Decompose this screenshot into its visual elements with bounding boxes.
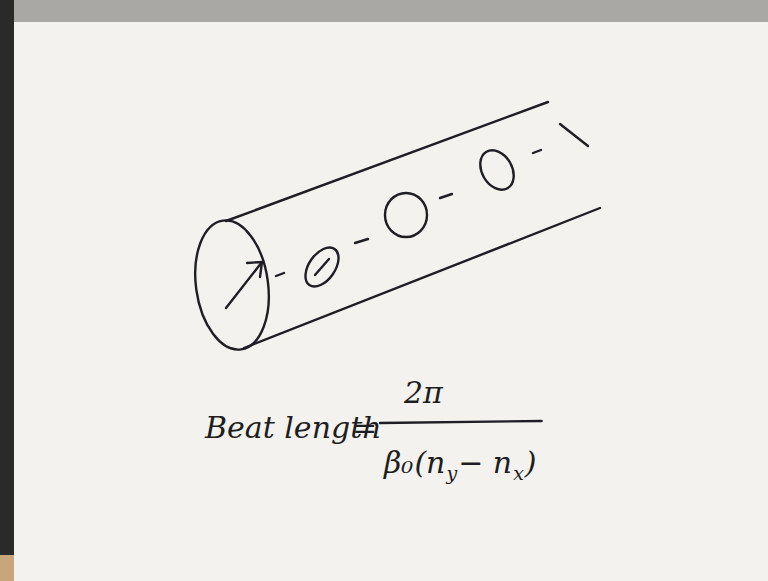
subscript: y (446, 464, 457, 483)
dash (276, 273, 284, 276)
denominator-part: β₀ (384, 448, 413, 478)
ellipse-axis (315, 259, 329, 275)
numerator: 2π (404, 378, 443, 408)
polarization-ellipse (299, 242, 346, 293)
polarization-ellipse (474, 144, 521, 195)
polarization-arrow (226, 262, 262, 308)
dash (533, 150, 541, 153)
finger (0, 555, 14, 581)
subscript: x (513, 464, 524, 483)
arrowhead (247, 262, 262, 277)
polarization-line (560, 124, 588, 146)
equals-sign: = (352, 413, 377, 443)
denominator-part: ) (525, 448, 537, 478)
polarization-circle (385, 193, 427, 237)
denominator-part: (n (414, 448, 445, 478)
fiber-end (187, 216, 276, 355)
dash (440, 194, 452, 198)
top-band (0, 0, 768, 22)
dash (355, 239, 368, 243)
left-edge (0, 0, 14, 581)
fraction-bar (380, 421, 542, 423)
denominator-part: − n (458, 448, 512, 478)
